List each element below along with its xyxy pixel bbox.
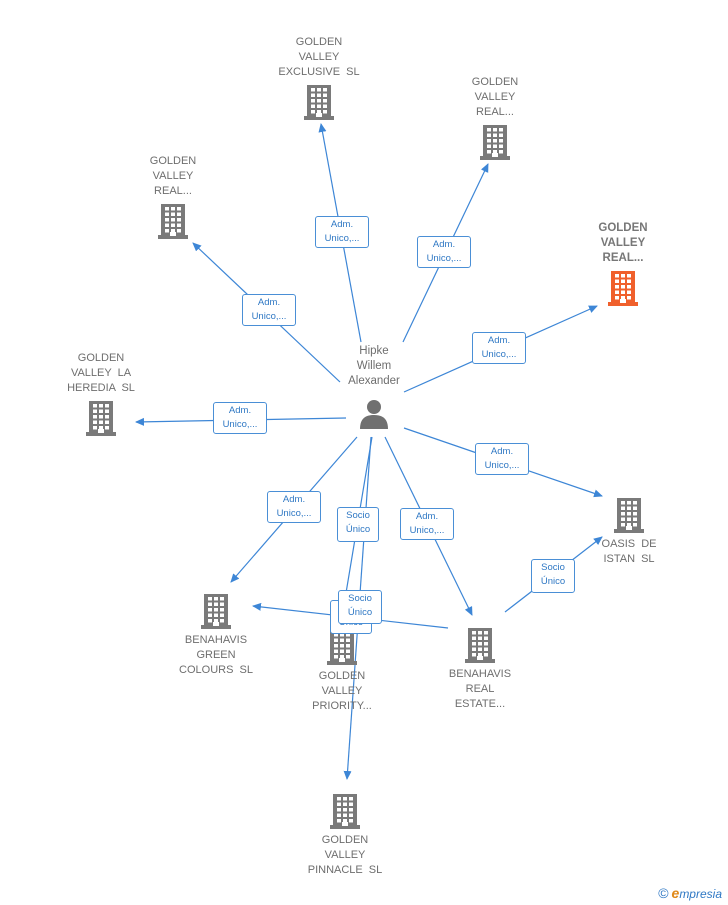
company-oasis-de-istan[interactable]: OASIS DE ISTAN SL [574, 493, 684, 567]
person-icon [360, 400, 388, 429]
brand-name: mpresia [679, 887, 722, 901]
center-person-label: Hipke Willem Alexander [348, 345, 400, 387]
company-label: BENAHAVIS REAL ESTATE... [448, 668, 512, 710]
company-label: OASIS DE ISTAN SL [601, 538, 657, 565]
edge-label-real-highlight[interactable]: Adm.Unico,... [472, 332, 526, 364]
company-label: GOLDEN VALLEY PINNACLE SL [307, 834, 383, 876]
edge-label-green-colours[interactable]: Adm.Unico,... [267, 491, 321, 523]
company-golden-valley-priority[interactable]: GOLDEN VALLEY PRIORITY... [287, 625, 397, 714]
building-icon [86, 400, 116, 436]
edge-label-la-heredia[interactable]: Adm.Unico,... [213, 402, 267, 434]
company-golden-valley-real-1[interactable]: GOLDEN VALLEY REAL... [440, 75, 550, 164]
building-icon [158, 203, 188, 239]
edge-label-real-estate[interactable]: Adm.Unico,... [400, 508, 454, 540]
building-icon [327, 629, 357, 665]
company-golden-valley-real-2[interactable]: GOLDEN VALLEY REAL... [118, 154, 228, 243]
company-golden-valley-real-highlight[interactable]: GOLDEN VALLEY REAL... [568, 221, 678, 310]
building-icon [330, 793, 360, 829]
building-icon [614, 497, 644, 533]
building-icon [201, 593, 231, 629]
company-label: GOLDEN VALLEY REAL... [598, 222, 648, 264]
company-benahavis-green-colours[interactable]: BENAHAVIS GREEN COLOURS SL [161, 589, 271, 678]
building-icon [304, 84, 334, 120]
company-label: GOLDEN VALLEY LA HEREDIA SL [67, 352, 135, 394]
edge-label-real-1[interactable]: Adm.Unico,... [417, 236, 471, 268]
edge-label-oasis[interactable]: Adm.Unico,... [475, 443, 529, 475]
footer-brand: ©empresia [658, 885, 722, 901]
company-benahavis-real-estate[interactable]: BENAHAVIS REAL ESTATE... [425, 623, 535, 712]
edge-label-real-2[interactable]: Adm.Unico,... [242, 294, 296, 326]
building-icon [465, 627, 495, 663]
company-label: BENAHAVIS GREEN COLOURS SL [179, 634, 253, 676]
edge-label-exclusive[interactable]: Adm.Unico,... [315, 216, 369, 248]
company-label: GOLDEN VALLEY REAL... [471, 76, 519, 118]
building-icon [608, 270, 638, 306]
company-golden-valley-exclusive[interactable]: GOLDEN VALLEY EXCLUSIVE SL [264, 35, 374, 124]
company-label: GOLDEN VALLEY EXCLUSIVE SL [278, 36, 360, 78]
company-label: GOLDEN VALLEY REAL... [149, 155, 197, 197]
company-golden-valley-pinnacle[interactable]: GOLDEN VALLEY PINNACLE SL [290, 789, 400, 878]
center-person[interactable]: Hipke Willem Alexander [319, 344, 429, 430]
copyright-icon: © [658, 885, 669, 901]
brand-initial: e [671, 885, 680, 901]
company-label: GOLDEN VALLEY PRIORITY... [312, 670, 372, 712]
company-golden-valley-la-heredia[interactable]: GOLDEN VALLEY LA HEREDIA SL [46, 351, 156, 440]
building-icon [480, 124, 510, 160]
